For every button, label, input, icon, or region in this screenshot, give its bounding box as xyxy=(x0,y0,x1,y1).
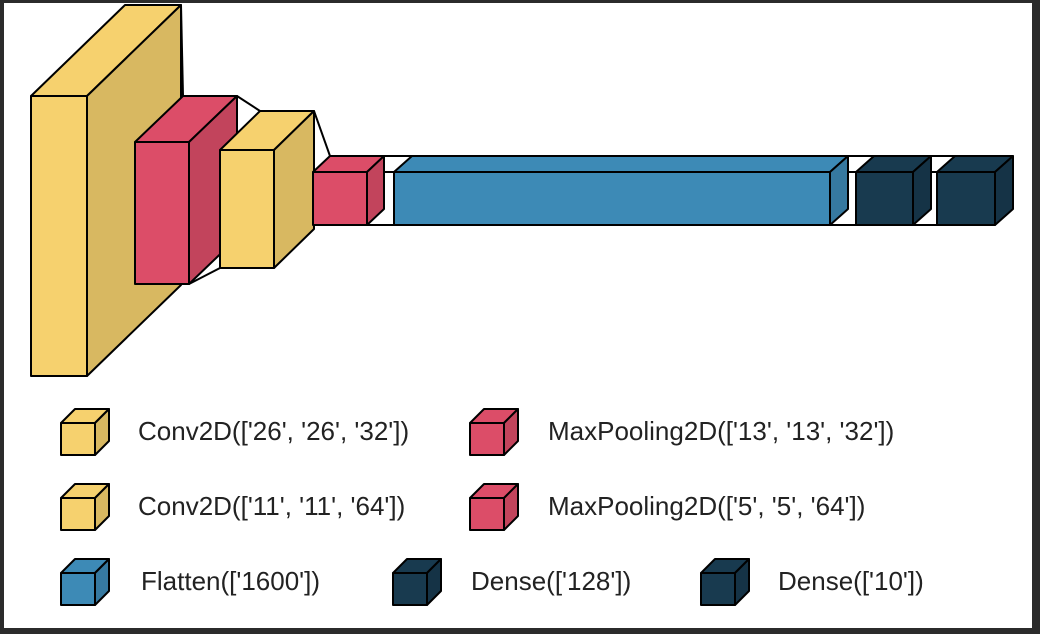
legend: Conv2D(['26', '26', '32']) MaxPooling2D(… xyxy=(60,408,924,606)
legend-swatch xyxy=(60,558,110,606)
layer-block-dense xyxy=(936,155,1014,226)
block-front-face xyxy=(392,572,428,606)
legend-item: Dense(['10']) xyxy=(700,558,924,606)
network-architecture-diagram: Conv2D(['26', '26', '32']) MaxPooling2D(… xyxy=(30,4,1014,606)
connector-line xyxy=(188,267,221,285)
connector-line xyxy=(313,110,331,157)
legend-label: Conv2D(['26', '26', '32']) xyxy=(138,416,409,446)
block-front-face xyxy=(219,149,275,269)
layer-block-dense xyxy=(855,155,932,226)
legend-swatch xyxy=(700,558,750,606)
block-front-face xyxy=(60,497,96,531)
block-front-face xyxy=(700,572,736,606)
legend-item: Flatten(['1600']) xyxy=(60,558,320,606)
layer-blocks xyxy=(30,4,1014,377)
legend-cube xyxy=(60,483,110,531)
legend-label: Dense(['10']) xyxy=(778,566,924,596)
block-front-face xyxy=(469,497,505,531)
legend-label: Dense(['128']) xyxy=(471,566,631,596)
block-front-face xyxy=(60,422,96,456)
legend-label: MaxPooling2D(['13', '13', '32']) xyxy=(548,416,894,446)
layer-block-flatten xyxy=(393,155,849,226)
block-front-face xyxy=(134,141,190,285)
legend-label: Conv2D(['11', '11', '64']) xyxy=(138,491,405,521)
legend-swatch xyxy=(60,408,110,456)
block-front-face xyxy=(855,171,914,226)
block-front-face xyxy=(936,171,996,226)
legend-cube xyxy=(60,408,110,456)
legend-item: Conv2D(['11', '11', '64']) xyxy=(60,483,405,531)
legend-cube xyxy=(60,558,110,606)
legend-swatch xyxy=(469,408,519,456)
legend-label: MaxPooling2D(['5', '5', '64']) xyxy=(548,491,865,521)
legend-label: Flatten(['1600']) xyxy=(141,566,320,596)
legend-cube xyxy=(392,558,442,606)
legend-cube xyxy=(469,408,519,456)
diagram-canvas: Conv2D(['26', '26', '32']) MaxPooling2D(… xyxy=(4,3,1032,628)
legend-swatch xyxy=(392,558,442,606)
block-front-face xyxy=(312,171,368,226)
layer-block-maxpooling2d xyxy=(312,155,385,226)
legend-item: MaxPooling2D(['5', '5', '64']) xyxy=(469,483,865,531)
legend-cube xyxy=(700,558,750,606)
legend-swatch xyxy=(60,483,110,531)
block-front-face xyxy=(30,95,88,377)
legend-cube xyxy=(469,483,519,531)
block-top-face xyxy=(393,155,849,173)
legend-item: Dense(['128']) xyxy=(392,558,631,606)
connector-line xyxy=(236,95,261,112)
legend-swatch xyxy=(469,483,519,531)
legend-item: Conv2D(['26', '26', '32']) xyxy=(60,408,409,456)
legend-item: MaxPooling2D(['13', '13', '32']) xyxy=(469,408,894,456)
block-front-face xyxy=(469,422,505,456)
block-front-face xyxy=(60,572,96,606)
block-front-face xyxy=(393,171,831,226)
layer-block-conv2d xyxy=(219,110,315,269)
